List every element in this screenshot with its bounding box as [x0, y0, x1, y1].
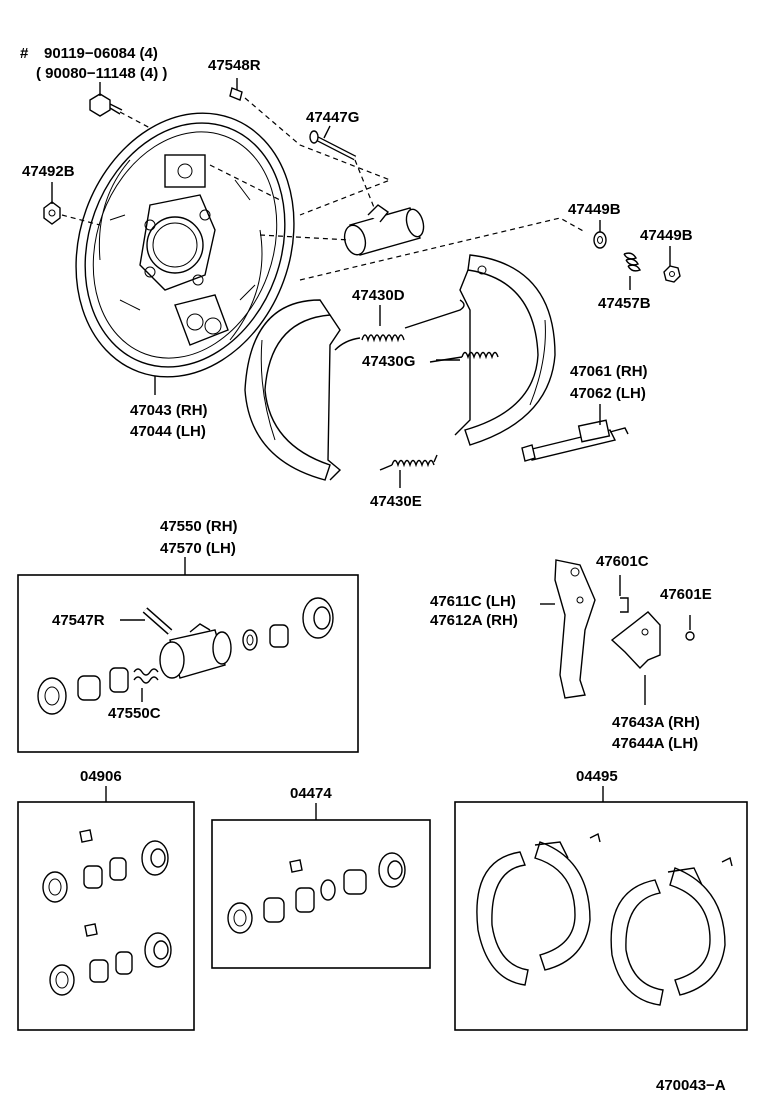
label-47430D: 47430D	[352, 287, 405, 304]
label-47550: 47550 (RH)	[160, 518, 238, 535]
label-47044: 47044 (LH)	[130, 423, 206, 440]
adjuster-47061	[521, 419, 629, 462]
label-47457B: 47457B	[598, 295, 651, 312]
nut-47492B	[43, 201, 61, 225]
label-47548R: 47548R	[208, 57, 261, 74]
washer-47449B	[593, 231, 607, 249]
label-47547R: 47547R	[52, 612, 105, 629]
label-90080: ( 90080−11148 (4) )	[36, 65, 167, 82]
label-47492B: 47492B	[22, 163, 75, 180]
kit-04495-shoes	[476, 832, 733, 1006]
label-47062: 47062 (LH)	[570, 385, 646, 402]
wheel-cylinder-exploded	[37, 597, 334, 715]
label-47043: 47043 (RH)	[130, 402, 208, 419]
label-47601E: 47601E	[660, 586, 712, 603]
bolt-90119	[89, 93, 123, 117]
label-47550C: 47550C	[108, 705, 161, 722]
label-47449B-a: 47449B	[568, 201, 621, 218]
kit-04474-parts	[227, 852, 406, 934]
brake-shoe-left	[244, 299, 342, 481]
brake-shoe-right	[454, 254, 556, 446]
label-04495: 04495	[576, 768, 618, 785]
hash-mark: #	[20, 45, 29, 62]
label-04474: 04474	[290, 785, 332, 802]
retainer-47449B	[663, 265, 681, 283]
wheel-cylinder	[343, 204, 425, 256]
label-47601C: 47601C	[596, 553, 649, 570]
label-47430E: 47430E	[370, 493, 422, 510]
bleeder-cap	[229, 87, 243, 101]
clip-47601C	[619, 575, 629, 613]
label-47449B-b: 47449B	[640, 227, 693, 244]
label-90119: 90119−06084 (4)	[44, 45, 158, 62]
backing-plate	[75, 112, 295, 378]
kit-04906-parts	[42, 829, 172, 996]
parking-brake-lever	[540, 559, 596, 699]
label-47611C: 47611C (LH)	[430, 593, 516, 610]
box-04495	[454, 801, 748, 1031]
clip-47601E	[685, 615, 695, 641]
label-47570: 47570 (LH)	[160, 540, 236, 557]
label-47643A: 47643A (RH)	[612, 714, 700, 731]
label-47612A: 47612A (RH)	[430, 612, 518, 629]
label-47447G: 47447G	[306, 109, 359, 126]
diagram-reference: 470043−A	[656, 1077, 726, 1094]
spring-47430E	[379, 454, 438, 471]
spring-47457B	[623, 252, 642, 272]
label-47644A: 47644A (LH)	[612, 735, 698, 752]
box-04474	[211, 819, 431, 969]
label-47061: 47061 (RH)	[570, 363, 648, 380]
box-04906	[17, 801, 195, 1031]
label-04906: 04906	[80, 768, 122, 785]
label-47430G: 47430G	[362, 353, 415, 370]
strut-47643A	[610, 611, 661, 705]
spring-47430D	[334, 299, 465, 351]
box-47550	[17, 574, 359, 753]
bolt-47447G	[309, 130, 357, 161]
